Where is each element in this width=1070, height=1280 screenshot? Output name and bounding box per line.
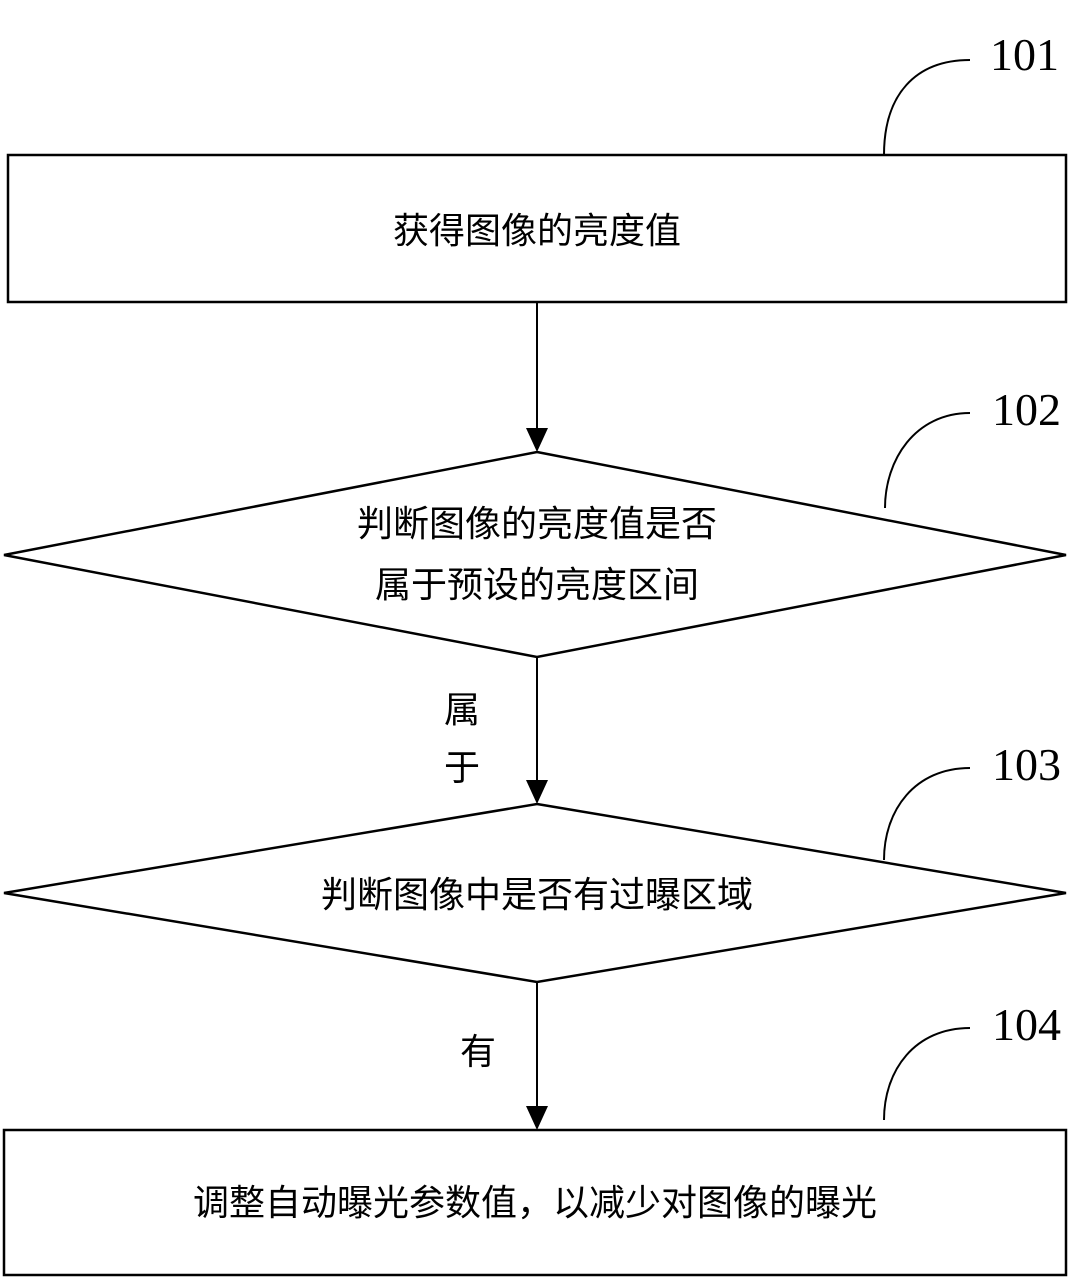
step-104-text: 调整自动曝光参数值，以减少对图像的曝光 xyxy=(193,1183,877,1224)
ref-label-103: 103 xyxy=(992,739,1061,790)
edge-103-104-label: 有 xyxy=(460,1032,496,1073)
callout-104-leader xyxy=(883,1027,971,1121)
step-102-text-line-1: 判断图像的亮度值是否 xyxy=(357,504,717,545)
callout-103-leader xyxy=(883,767,971,861)
step-102-diamond xyxy=(3,450,1067,659)
callout-102: 102 xyxy=(884,384,1061,509)
step-101-box xyxy=(6,153,1068,304)
step-102: 判断图像的亮度值是否 属于预设的亮度区间 xyxy=(3,450,1067,659)
callout-104: 104 xyxy=(883,999,1061,1121)
edge-101-102 xyxy=(526,302,548,452)
edge-103-104: 有 xyxy=(460,982,548,1130)
edge-102-103-arrowhead xyxy=(526,780,548,804)
callout-102-leader xyxy=(884,412,971,509)
edge-102-103: 属 于 xyxy=(444,657,548,804)
step-102-text-line-2: 属于预设的亮度区间 xyxy=(375,565,699,606)
edge-102-103-label-1: 属 xyxy=(444,690,480,731)
step-104: 调整自动曝光参数值，以减少对图像的曝光 xyxy=(2,1128,1068,1277)
step-101: 获得图像的亮度值 xyxy=(6,153,1068,304)
edge-101-102-arrowhead xyxy=(526,428,548,452)
callout-101: 101 xyxy=(883,29,1059,156)
edge-103-104-arrowhead xyxy=(526,1106,548,1130)
callout-103: 103 xyxy=(883,739,1061,861)
step-101-text: 获得图像的亮度值 xyxy=(393,211,681,252)
edge-102-103-label-2: 于 xyxy=(444,748,480,789)
ref-label-101: 101 xyxy=(990,29,1059,80)
callout-101-leader xyxy=(883,59,971,156)
ref-label-104: 104 xyxy=(992,999,1061,1050)
step-104-box xyxy=(2,1128,1068,1277)
step-103: 判断图像中是否有过曝区域 xyxy=(3,802,1067,984)
step-103-text: 判断图像中是否有过曝区域 xyxy=(321,875,753,916)
ref-label-102: 102 xyxy=(992,384,1061,435)
